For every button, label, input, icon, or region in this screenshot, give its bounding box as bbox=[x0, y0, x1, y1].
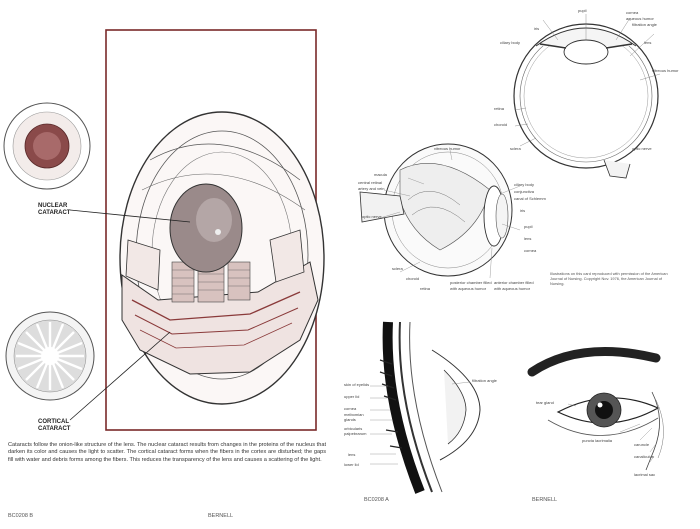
cs-label-lens: lens bbox=[644, 40, 651, 45]
nuclear-cataract-front-view bbox=[3, 102, 91, 190]
cs-label-optic: optic nerve bbox=[632, 146, 652, 151]
lens-cutaway bbox=[119, 111, 325, 405]
cut-label-conjunctiva: conjunctiva bbox=[514, 189, 535, 194]
cut-label-cornea: cornea bbox=[524, 248, 537, 253]
nuclear-cataract-label: NUCLEAR CATARACT bbox=[38, 203, 71, 216]
front-label-puncta: puncta lacrimalia bbox=[582, 438, 613, 443]
nuclear-leader-line bbox=[69, 209, 191, 223]
cut-label-posterior: posterior chamber filled bbox=[450, 280, 492, 285]
cs-label-iris: iris bbox=[534, 26, 539, 31]
cataract-illustration bbox=[3, 29, 325, 431]
left-plate-brand: BERNELL bbox=[208, 513, 234, 519]
lid-label-orbicularis: orbicularis bbox=[344, 426, 362, 431]
eyelid-cross-section-diagram bbox=[362, 321, 482, 494]
cortical-cataract-front-view bbox=[5, 311, 95, 401]
front-label-lacrimal: lacrimal sac bbox=[634, 472, 655, 477]
cut-label-lens: lens bbox=[524, 236, 531, 241]
lid-label-lens: lens bbox=[348, 452, 355, 457]
lid-label-upper: upper lid bbox=[344, 394, 359, 399]
right-plate-code: BC0208 A bbox=[364, 497, 389, 503]
cut-label-artery-2: artery and vein bbox=[358, 186, 384, 191]
cortical-cataract-label: CORTICAL CATARACT bbox=[38, 419, 71, 432]
lid-label-orbicularis-2: palpebrarum bbox=[344, 431, 367, 436]
cut-label-iris: iris bbox=[520, 208, 525, 213]
eye-front-view-diagram bbox=[527, 347, 664, 471]
front-label-canaliculus: canaliculus bbox=[634, 454, 654, 459]
cut-label-pupil: pupil bbox=[524, 224, 533, 229]
cut-label-retina: retina bbox=[420, 286, 431, 291]
cataract-caption: Cataracts follow the onion-like structur… bbox=[8, 442, 326, 463]
right-plate-credit: Illustrations on this card reproduced wi… bbox=[550, 271, 668, 287]
cut-label-artery: central retinal bbox=[358, 180, 382, 185]
cut-label-posterior-2: with aqueous humor bbox=[450, 286, 487, 291]
cut-label-ciliary: ciliary body bbox=[514, 182, 534, 187]
lid-label-skin: skin of eyelids bbox=[344, 382, 369, 387]
eye-cross-section-diagram bbox=[513, 14, 661, 179]
cut-label-macula: macula bbox=[374, 172, 388, 177]
cs-label-pupil: pupil bbox=[578, 8, 587, 13]
cut-label-anterior-2: with aqueous humor bbox=[494, 286, 531, 291]
lid-label-meibomian-2: glands bbox=[344, 417, 356, 422]
cs-label-aqueous: aqueous humor bbox=[626, 16, 654, 21]
left-plate-code: BC0208 B bbox=[8, 513, 34, 519]
right-plate-brand: BERNELL bbox=[532, 497, 558, 503]
lid-label-meibomian: meibomian bbox=[344, 412, 364, 417]
lid-label-lower: lower lid bbox=[344, 462, 359, 467]
cut-label-schlemm: canal of Schlemm bbox=[514, 196, 546, 201]
lid-label-filtration: filtration angle bbox=[472, 378, 498, 383]
cut-label-choroid: choroid bbox=[406, 276, 419, 281]
cut-label-sclera: sclera bbox=[392, 266, 403, 271]
front-label-tear: tear gland bbox=[536, 400, 554, 405]
cut-label-optic: optic nerve bbox=[362, 214, 382, 219]
front-label-caruncle: caruncle bbox=[634, 442, 650, 447]
eye-cutaway-diagram bbox=[359, 143, 521, 279]
cs-label-retina: retina bbox=[494, 106, 505, 111]
eye-anatomy-illustrations: iris pupil cornea aqueous humor ciliary … bbox=[344, 8, 679, 494]
cs-label-ciliary: ciliary body bbox=[500, 40, 520, 45]
lid-label-cornea: cornea bbox=[344, 406, 357, 411]
cs-label-sclera: sclera bbox=[510, 146, 521, 151]
cs-label-cornea: cornea bbox=[626, 10, 639, 15]
cs-label-choroid: choroid bbox=[494, 122, 507, 127]
cut-label-anterior: anterior chamber filled bbox=[494, 280, 534, 285]
cs-label-filtration: filtration angle bbox=[632, 22, 658, 27]
cs-label-vitreous: vitreous humor bbox=[652, 68, 679, 73]
cut-label-vitreous: vitreous humor bbox=[434, 146, 461, 151]
cortical-leader-line bbox=[69, 331, 171, 421]
